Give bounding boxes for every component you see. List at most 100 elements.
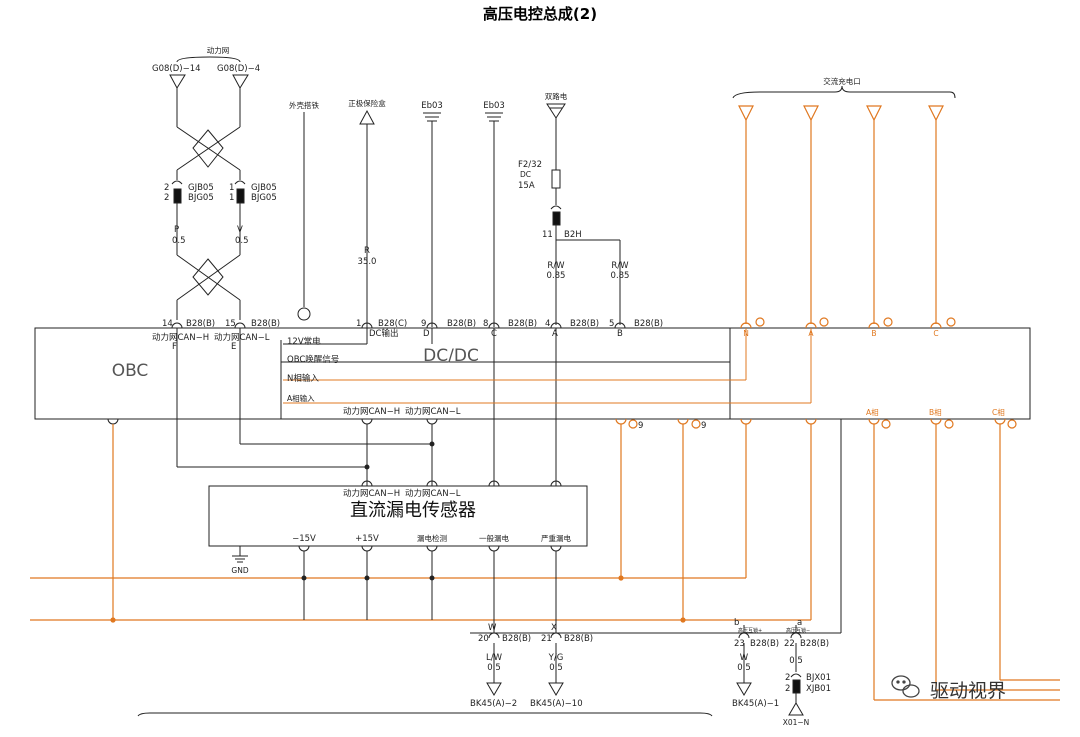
p20-conn: B28(B) [502,634,531,644]
pin-5-label: 5 [609,319,614,329]
w-letter: W [488,623,497,633]
n-port-label: N [743,329,749,338]
left-connector-body [173,188,182,204]
fuse-name: F2/32 [518,160,542,170]
bjx01-label: BJX01 [806,673,831,683]
interlock-plus-label: 高压互锁+ [738,627,762,634]
lw-label: L/W [486,653,503,663]
pin-1-conn: B28(C) [378,319,407,329]
letter-b: B [617,329,623,339]
bk45-10-label: BK45(A)−10 [530,699,583,709]
pin-4 [550,322,562,329]
diagram-title: 高压电控总成(2) [483,5,597,23]
watermark: 驱动视界 [891,675,1006,702]
pin-15-label: 15 [225,319,236,329]
neg15-label: −15V [292,534,316,544]
shell-ground-icon [297,307,311,321]
right-conn-bottom: BJG05 [251,193,277,203]
right-arrow-icon [232,74,249,90]
b-port-label: B [871,329,876,338]
pin-9-conn: B28(B) [447,319,476,329]
pin-15-conn: B28(B) [251,319,280,329]
x01-n-arrow-icon [788,702,804,716]
right-ref: G08(D)−4 [217,64,260,74]
fuse-box-arrow-icon [359,109,375,125]
fuse-box-label: 正极保险盒 [348,98,386,108]
bjx01-connector-body [792,679,801,694]
wake-label: OBC唤醒信号 [287,354,339,365]
fuse-type: DC [520,170,531,179]
fuse-rating: 15A [518,181,535,191]
left-wire-color: P [174,225,179,235]
left-ref: G08(D)−14 [152,64,201,74]
xjb01-label: XJB01 [806,684,831,694]
dc-out-label: DC输出 [369,328,398,339]
pin-9a-label: 9 [638,421,643,431]
right-connector-body [236,188,245,204]
b-letter: b [734,618,739,628]
gnd-label: GND [231,566,248,575]
sensor-name: 直流漏电传感器 [350,500,476,521]
obc-can-h2-label: 动力网CAN−H [343,406,400,417]
c-phase-label: C相 [992,407,1005,417]
pin-14-conn: B28(B) [186,319,215,329]
leak-detect-label: 漏电检测 [417,533,447,543]
p20-label: 20 [478,634,489,644]
ac-port-n-arrow-icon [738,105,754,122]
right-pin-bottom: 1 [229,193,234,203]
rw1-size: 0.85 [547,271,566,281]
eb03-a-ground-icon [423,112,441,122]
watermark-text: 驱动视界 [930,680,1006,702]
severe-leak-label: 严重漏电 [541,533,571,543]
a-letter: a [797,618,802,628]
dual-power-arrow-icon [546,103,566,119]
v12-label: 12V常电 [287,336,321,347]
obc-box [34,327,1031,420]
leakage-sensor-box [208,485,588,547]
yg-label: Y/G [548,653,564,663]
lw-size: 0.5 [487,663,501,673]
pin-8 [488,322,500,329]
pin-8-conn: B28(B) [508,319,537,329]
w2-size: 0.5 [737,663,751,673]
b2h-label: B2H [564,230,582,240]
pin-1-label: 1 [356,319,361,329]
bk45-1-arrow-icon [736,682,752,696]
a-phase-label: A相 [866,407,879,417]
pin2-label: 2 [785,673,790,683]
bk45-2-label: BK45(A)−2 [470,699,517,709]
letter-d: D [423,329,430,339]
interlock-minus-label: 高压互锁− [786,627,810,634]
pin-9b-label: 9 [701,421,706,431]
c-port-label: C [933,329,938,338]
b2h-pin: 11 [542,230,553,240]
w2-label: W [740,653,749,663]
right-conn-top: GJB05 [251,183,277,193]
right-wire-size: 0.5 [235,236,249,246]
ac-port-label: 交流充电口 [823,76,861,86]
left-conn-top: GJB05 [188,183,214,193]
pin-15 [234,322,246,329]
bk45-10-arrow-icon [548,682,564,696]
eb03-b-ground-icon [485,112,503,122]
left-pin-top: 2 [164,183,169,193]
p22-label: 22 [784,639,795,649]
p21-label: 21 [541,634,552,644]
r-wire-label: R [364,246,370,256]
b2h-connector-body [552,211,561,226]
obc-can-l-label: 动力网CAN−L [214,332,270,343]
left-arrow-icon [169,74,186,90]
dcdc-name: DC/DC [423,346,479,366]
p22-conn: B28(B) [800,639,829,649]
b-phase-label: B相 [929,407,942,417]
left-wire-size: 0.5 [172,236,186,246]
obc-can-h-label: 动力网CAN−H [152,332,209,343]
yg-size: 0.5 [549,663,563,673]
pin-9 [426,322,438,329]
can-bus-connector: 动力网 G08(D)−14 G08(D)−4 [152,45,260,320]
pin-1 [361,322,373,329]
rw2-label: R/W [611,261,629,271]
pin-14 [171,322,183,329]
size-05-label: 0.5 [789,656,803,666]
bk45-1-label: BK45(A)−1 [732,699,779,709]
